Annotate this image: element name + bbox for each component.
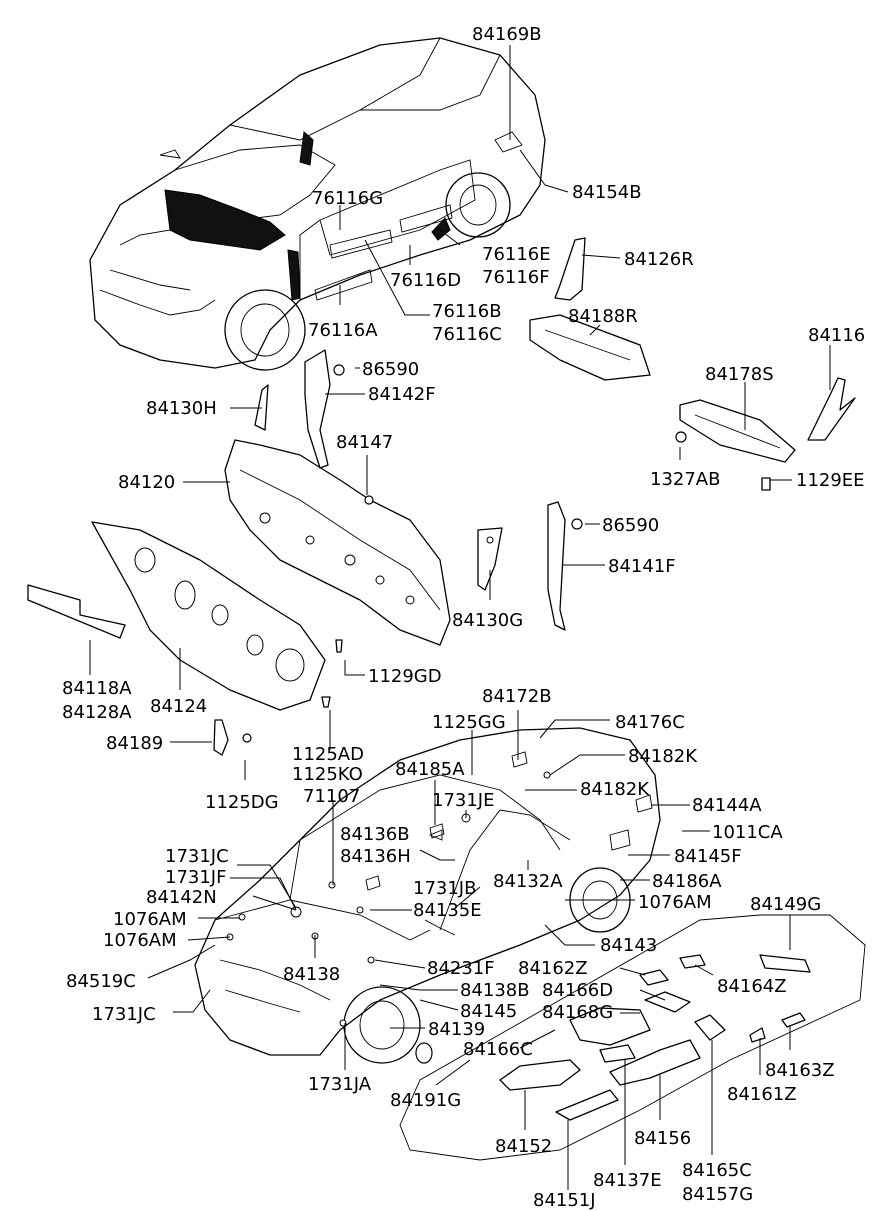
label-84124: 84124 [150,696,207,717]
label-71107: 71107 [303,786,360,807]
label-84145: 84145 [460,1001,517,1022]
upper-car-illustration [89,37,546,371]
label-84139: 84139 [428,1019,485,1040]
label-84164Z: 84164Z [717,976,787,997]
label-84163Z: 84163Z [765,1060,835,1081]
label-76116G: 76116G [312,188,383,209]
label-84185A: 84185A [395,759,465,780]
label-1731JE: 1731JE [432,790,495,811]
label-1731JC-lower: 1731JC [92,1004,156,1025]
label-84137E: 84137E [593,1170,662,1191]
label-84152: 84152 [495,1136,552,1157]
label-1076AM-right: 1076AM [638,892,712,913]
label-1731JB: 1731JB [413,878,476,899]
label-76116A: 76116A [308,320,378,341]
leader-lines [89,45,831,1190]
label-84176C: 84176C [615,712,685,733]
label-84147: 84147 [336,432,393,453]
label-84142F: 84142F [368,384,436,405]
label-84142N: 84142N [146,887,217,908]
label-84186A: 84186A [652,871,722,892]
label-76116F: 76116F [482,267,550,288]
label-84165C: 84165C [682,1160,752,1181]
label-84191G: 84191G [390,1090,461,1111]
label-76116E: 76116E [482,244,551,265]
label-84144A: 84144A [692,795,762,816]
label-1125GG: 1125GG [432,712,506,733]
label-1731JA: 1731JA [308,1074,372,1095]
floor-mat-panels [399,914,866,1161]
label-1731JF: 1731JF [165,867,226,888]
label-86590-upper: 86590 [362,359,419,380]
label-84132A: 84132A [493,871,563,892]
label-84166C: 84166C [463,1039,533,1060]
label-84154B: 84154B [572,182,642,203]
lower-left-panels [27,521,343,756]
label-84168G: 84168G [542,1002,613,1023]
label-84126R: 84126R [624,249,694,270]
label-84231F: 84231F [427,958,495,979]
label-1129GD: 1129GD [368,666,442,687]
label-84156: 84156 [634,1128,691,1149]
label-84172B: 84172B [482,686,552,707]
label-1125KO: 1125KO [292,764,363,785]
label-84136B: 84136B [340,824,410,845]
label-84138B: 84138B [460,980,530,1001]
label-84118A: 84118A [62,678,132,699]
label-84149G: 84149G [750,894,821,915]
label-1327AB: 1327AB [650,469,720,490]
label-84135E: 84135E [413,900,482,921]
label-84182K-lower: 84182K [580,779,650,800]
label-84162Z: 84162Z [518,958,588,979]
label-86590-lower: 86590 [602,515,659,536]
label-1011CA: 1011CA [712,822,783,843]
label-1731JC-upper: 1731JC [165,846,229,867]
label-84151J: 84151J [533,1190,596,1211]
label-84178S: 84178S [705,364,774,385]
label-84519C: 84519C [66,971,136,992]
label-84188R: 84188R [568,306,638,327]
label-76116C: 76116C [432,324,502,345]
label-84130G: 84130G [452,610,523,631]
right-side-parts [529,237,856,491]
label-84128A: 84128A [62,702,132,723]
label-84136H: 84136H [340,846,411,867]
dash-panels [224,349,583,646]
label-84141F: 84141F [608,556,676,577]
part-labels: 84169B 84154B 76116G 76116E 76116F 84126… [62,24,865,1211]
label-84166D: 84166D [542,980,613,1001]
label-84143: 84143 [600,935,657,956]
label-84157G: 84157G [682,1184,753,1205]
label-84169B: 84169B [472,24,542,45]
label-84116: 84116 [808,325,865,346]
label-1076AM-left-lower: 1076AM [103,930,177,951]
label-84189: 84189 [106,733,163,754]
label-84145F: 84145F [674,846,742,867]
label-84161Z: 84161Z [727,1084,797,1105]
label-1076AM-left-upper: 1076AM [113,909,187,930]
label-84182K-upper: 84182K [628,746,698,767]
label-1129EE: 1129EE [796,470,865,491]
label-76116D: 76116D [390,270,461,291]
label-84130H: 84130H [146,398,217,419]
label-84138: 84138 [283,964,340,985]
label-1125AD: 1125AD [292,744,364,765]
label-1125DG: 1125DG [205,792,279,813]
label-76116B: 76116B [432,301,502,322]
label-84120: 84120 [118,472,175,493]
